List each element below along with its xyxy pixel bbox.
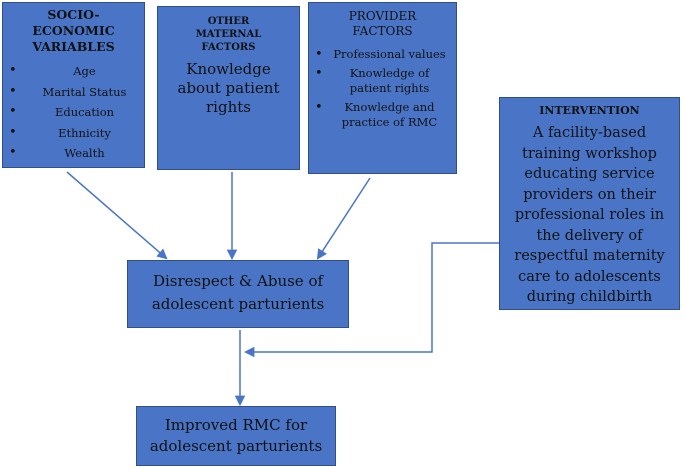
list-item: Knowledge and practice of RMC	[315, 100, 450, 131]
list-item: Wealth	[9, 143, 138, 164]
provider-factors-list: Professional values Knowledge of patient…	[315, 47, 450, 131]
arrow-intervention-to-path	[243, 242, 499, 358]
disrespect-abuse-text: Disrespect & Abuse of adolescent parturi…	[151, 272, 325, 313]
maternal-factors-title: OTHER MATERNAL FACTORS	[195, 16, 262, 53]
list-item: Knowledge of patient rights	[315, 66, 450, 97]
list-item: Age	[9, 61, 138, 82]
socio-economic-title: SOCIO-ECONOMIC VARIABLES	[32, 7, 115, 54]
intervention-box: INTERVENTION A facility-based training w…	[499, 97, 680, 310]
provider-factors-box: PROVIDER FACTORS Professional values Kno…	[308, 2, 457, 174]
intervention-title: INTERVENTION	[539, 104, 640, 117]
socio-economic-list: Age Marital Status Education Ethnicity W…	[9, 61, 138, 164]
list-item: Professional values	[315, 47, 450, 63]
list-item: Marital Status	[9, 82, 138, 103]
improved-rmc-text: Improved RMC for adolescent parturients	[149, 416, 323, 455]
arrow-provider-to-disrespect	[316, 177, 371, 260]
list-item: Education	[9, 102, 138, 123]
disrespect-abuse-box: Disrespect & Abuse of adolescent parturi…	[127, 260, 349, 328]
provider-factors-title: PROVIDER FACTORS	[348, 9, 417, 38]
list-item: Ethnicity	[9, 123, 138, 144]
maternal-factors-text: Knowledge about patient rights	[177, 60, 280, 116]
socio-economic-box: SOCIO-ECONOMIC VARIABLES Age Marital Sta…	[2, 2, 145, 168]
improved-rmc-box: Improved RMC for adolescent parturients	[136, 406, 336, 466]
intervention-text: A facility-based training workshop educa…	[514, 125, 665, 305]
maternal-factors-box: OTHER MATERNAL FACTORS Knowledge about p…	[157, 6, 300, 170]
arrow-socio-to-disrespect	[66, 171, 168, 260]
